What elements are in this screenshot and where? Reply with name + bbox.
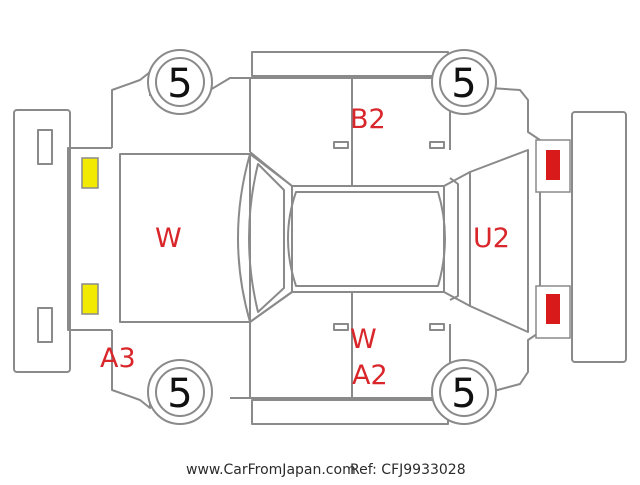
footer-source: www.CarFromJapan.com xyxy=(186,462,356,478)
front-bumper xyxy=(13,109,71,373)
footer-ref: Ref: CFJ9933028 xyxy=(350,462,466,478)
wheel-bottom-left: 5 xyxy=(147,359,213,425)
damage-mark-b2: B2 xyxy=(350,104,386,135)
front-light-top xyxy=(81,157,99,189)
car-body-outline xyxy=(13,51,627,425)
roof-panel xyxy=(291,185,445,293)
damage-mark-u2: U2 xyxy=(473,223,510,254)
top-door-handle-front xyxy=(333,141,349,149)
top-door-handle-rear xyxy=(429,141,445,149)
windshield-inner xyxy=(248,163,285,313)
damage-mark-w-bottom: W xyxy=(350,324,377,355)
front-bumper-slot-top xyxy=(37,129,53,165)
rear-light-top xyxy=(546,150,560,180)
wheel-top-left: 5 xyxy=(147,49,213,115)
trunk-panel xyxy=(469,149,529,333)
damage-mark-a2: A2 xyxy=(352,360,388,391)
hood-panel xyxy=(119,153,251,323)
front-bumper-slot-bottom xyxy=(37,307,53,343)
bottom-side-strip xyxy=(251,399,449,425)
wheel-top-right-label: 5 xyxy=(451,61,476,107)
rear-light-bottom xyxy=(546,294,560,324)
rear-bumper xyxy=(571,111,627,363)
wheel-bottom-left-label: 5 xyxy=(167,371,192,417)
a-pillar-lines xyxy=(249,151,293,323)
front-light-bottom xyxy=(81,283,99,315)
wheel-top-right: 5 xyxy=(431,49,497,115)
wheel-top-left-label: 5 xyxy=(167,61,192,107)
wheel-bottom-right: 5 xyxy=(431,359,497,425)
damage-mark-w-hood: W xyxy=(155,223,182,254)
damage-mark-a3: A3 xyxy=(100,343,136,374)
top-side-strip xyxy=(251,51,449,77)
bottom-door-handle-front xyxy=(333,323,349,331)
rear-pillar xyxy=(449,177,459,301)
front-edge xyxy=(67,147,112,331)
wheel-bottom-right-label: 5 xyxy=(451,371,476,417)
roof-inner xyxy=(287,191,446,287)
rear-light-housing-top xyxy=(535,139,571,193)
bottom-door-handle-rear xyxy=(429,323,445,331)
